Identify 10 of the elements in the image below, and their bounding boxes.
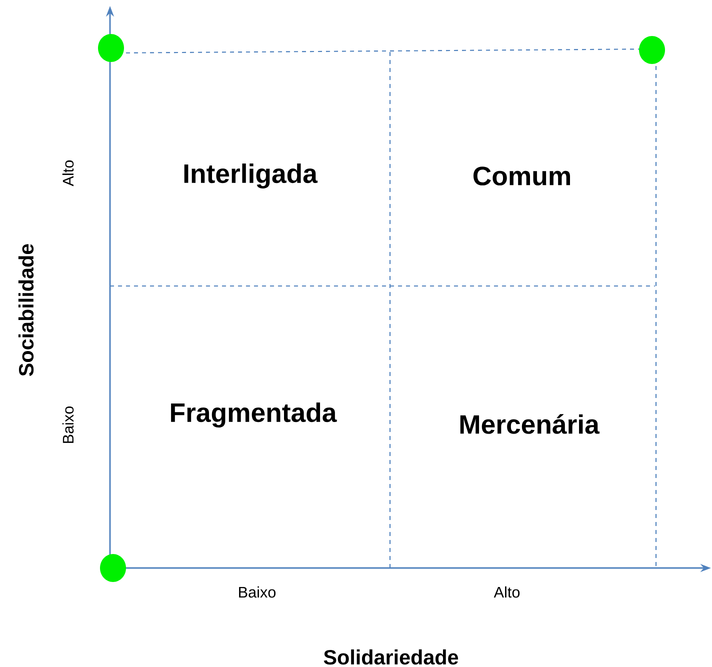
axis-tick-label: Baixo bbox=[239, 586, 276, 598]
quadrant-label: Fragmentada bbox=[171, 402, 337, 428]
quadrant-label: Comum bbox=[473, 166, 570, 186]
axis-title: Solidariedade bbox=[324, 649, 458, 665]
axis-tick-label: Baixo bbox=[62, 406, 74, 443]
quadrant-label: Mercenária bbox=[460, 414, 600, 434]
axis-tick-label: Alto bbox=[494, 586, 520, 598]
axis-tick-label: Alto bbox=[62, 160, 74, 186]
axis-title: Sociabilidade bbox=[18, 244, 34, 376]
quadrant-label: Interligada bbox=[184, 164, 318, 188]
